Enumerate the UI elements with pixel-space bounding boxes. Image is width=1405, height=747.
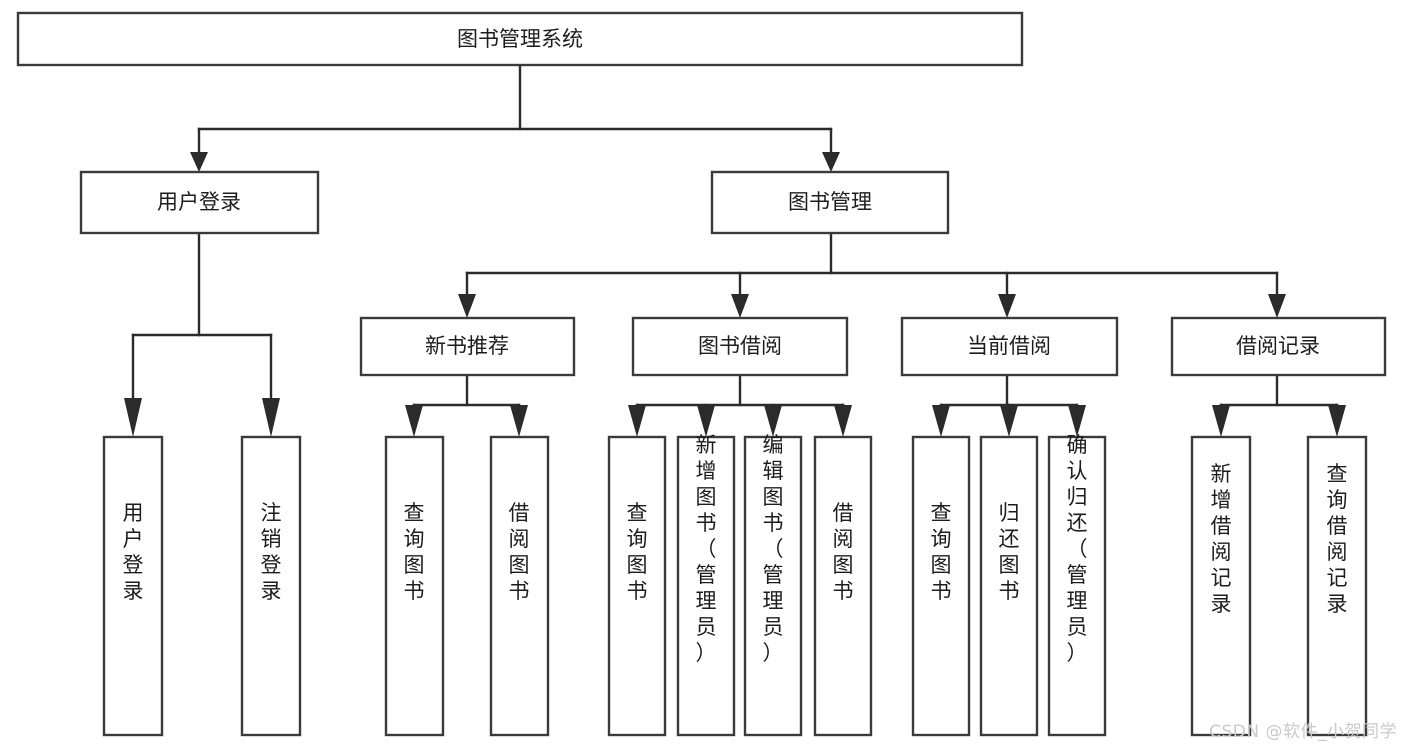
node-leaf-query-book-2-box[interactable] (607, 435, 667, 737)
arrowhead-user-login (190, 152, 208, 172)
node-leaf-query-book-3-label: 查询图书 (931, 501, 952, 603)
node-new-book-recommend[interactable]: 新书推荐 (359, 316, 576, 377)
arrowhead-leaf-edit-book (764, 405, 782, 437)
node-borrow-record-box[interactable] (1170, 316, 1387, 377)
arrowhead-leaf-query-book-2 (628, 405, 646, 437)
node-leaf-edit-book-box[interactable] (743, 435, 803, 737)
node-leaf-add-record-box[interactable] (1190, 435, 1252, 737)
csdn-watermark: CSDN @软件_小贺同学 (1209, 722, 1397, 742)
node-leaf-query-record-box[interactable] (1306, 435, 1368, 737)
node-leaf-add-book[interactable]: 新增图书（管理员） (676, 433, 736, 737)
node-root[interactable]: 图书管理系统 (16, 11, 1024, 67)
node-root-box[interactable] (16, 11, 1024, 67)
node-leaf-user-logout-box[interactable] (240, 435, 302, 737)
node-leaf-add-record[interactable]: 新增借阅记录 (1190, 435, 1252, 737)
node-new-book-recommend-label: 新书推荐 (425, 334, 509, 358)
node-leaf-user-logout[interactable]: 注销登录 (240, 435, 302, 737)
node-leaf-query-book-2-label: 查询图书 (627, 501, 648, 603)
node-book-manage-box[interactable] (710, 170, 950, 235)
node-current-borrow-box[interactable] (900, 316, 1119, 377)
arrowhead-leaf-user-logout (262, 398, 280, 437)
node-leaf-borrow-book-1-label: 借阅图书 (509, 501, 530, 603)
arrowhead-new-book-recommend (458, 294, 476, 318)
node-leaf-query-book-1-box[interactable] (384, 435, 445, 737)
arrowhead-leaf-user-login (124, 398, 142, 437)
node-book-borrow[interactable]: 图书借阅 (631, 316, 849, 377)
node-leaf-borrow-book-2-box[interactable] (813, 435, 873, 737)
node-book-manage[interactable]: 图书管理 (710, 170, 950, 235)
node-borrow-record[interactable]: 借阅记录 (1170, 316, 1387, 377)
node-book-manage-label: 图书管理 (788, 190, 872, 214)
node-leaf-edit-book[interactable]: 编辑图书（管理员） (743, 433, 803, 737)
arrowhead-book-borrow (731, 294, 749, 318)
arrowhead-borrow-record (1268, 294, 1286, 318)
node-leaf-add-book-box[interactable] (676, 435, 736, 737)
node-leaf-borrow-book-1[interactable]: 借阅图书 (489, 435, 550, 737)
arrowhead-leaf-query-record (1328, 405, 1346, 437)
node-borrow-record-label: 借阅记录 (1236, 334, 1320, 358)
arrowhead-leaf-confirm-return (1068, 405, 1086, 437)
node-leaf-query-book-3[interactable]: 查询图书 (911, 435, 971, 737)
node-root-label: 图书管理系统 (457, 27, 583, 51)
arrowhead-leaf-query-book-1 (405, 405, 423, 437)
arrowhead-leaf-borrow-book-1 (510, 405, 528, 437)
arrowhead-leaf-return-book (1000, 405, 1018, 437)
arrowhead-current-borrow (998, 294, 1016, 318)
node-leaf-user-logout-label: 注销登录 (261, 501, 282, 603)
node-leaf-borrow-book-1-box[interactable] (489, 435, 550, 737)
node-user-login-box[interactable] (79, 170, 320, 235)
node-leaf-query-record[interactable]: 查询借阅记录 (1306, 435, 1368, 737)
arrowhead-leaf-add-record (1212, 405, 1230, 437)
node-leaf-user-login-label: 用户登录 (123, 501, 144, 603)
node-leaf-return-book-box[interactable] (979, 435, 1039, 737)
node-leaf-user-login-box[interactable] (102, 435, 164, 737)
node-leaf-return-book[interactable]: 归还图书 (979, 435, 1039, 737)
arrowhead-book-manage (822, 152, 840, 172)
arrowhead-leaf-add-book (697, 405, 715, 437)
node-current-borrow[interactable]: 当前借阅 (900, 316, 1119, 377)
node-leaf-confirm-return-box[interactable] (1047, 435, 1107, 737)
node-leaf-borrow-book-2-label: 借阅图书 (833, 501, 854, 603)
node-current-borrow-label: 当前借阅 (967, 334, 1051, 358)
node-leaf-add-record-label: 新增借阅记录 (1211, 462, 1232, 616)
connector-layer (124, 63, 1346, 437)
node-user-login-label: 用户登录 (157, 190, 241, 214)
node-book-borrow-label: 图书借阅 (698, 334, 782, 358)
node-leaf-user-login[interactable]: 用户登录 (102, 435, 164, 737)
node-leaf-query-book-1[interactable]: 查询图书 (384, 435, 445, 737)
node-leaf-query-book-3-box[interactable] (911, 435, 971, 737)
arrowhead-leaf-query-book-3 (932, 405, 950, 437)
node-leaf-borrow-book-2[interactable]: 借阅图书 (813, 435, 873, 737)
node-user-login[interactable]: 用户登录 (79, 170, 320, 235)
node-book-borrow-box[interactable] (631, 316, 849, 377)
node-leaf-query-book-1-label: 查询图书 (404, 501, 425, 603)
node-leaf-edit-book-label: 编辑图书（管理员） (763, 433, 784, 665)
node-leaf-query-record-label: 查询借阅记录 (1327, 462, 1348, 616)
node-leaf-query-book-2[interactable]: 查询图书 (607, 435, 667, 737)
node-leaf-add-book-label: 新增图书（管理员） (696, 433, 717, 665)
arrowhead-leaf-borrow-book-2 (834, 405, 852, 437)
node-leaf-confirm-return-label: 确认归还（管理员） (1067, 433, 1088, 665)
node-leaf-return-book-label: 归还图书 (999, 501, 1020, 603)
node-leaf-confirm-return[interactable]: 确认归还（管理员） (1047, 433, 1107, 737)
node-new-book-recommend-box[interactable] (359, 316, 576, 377)
